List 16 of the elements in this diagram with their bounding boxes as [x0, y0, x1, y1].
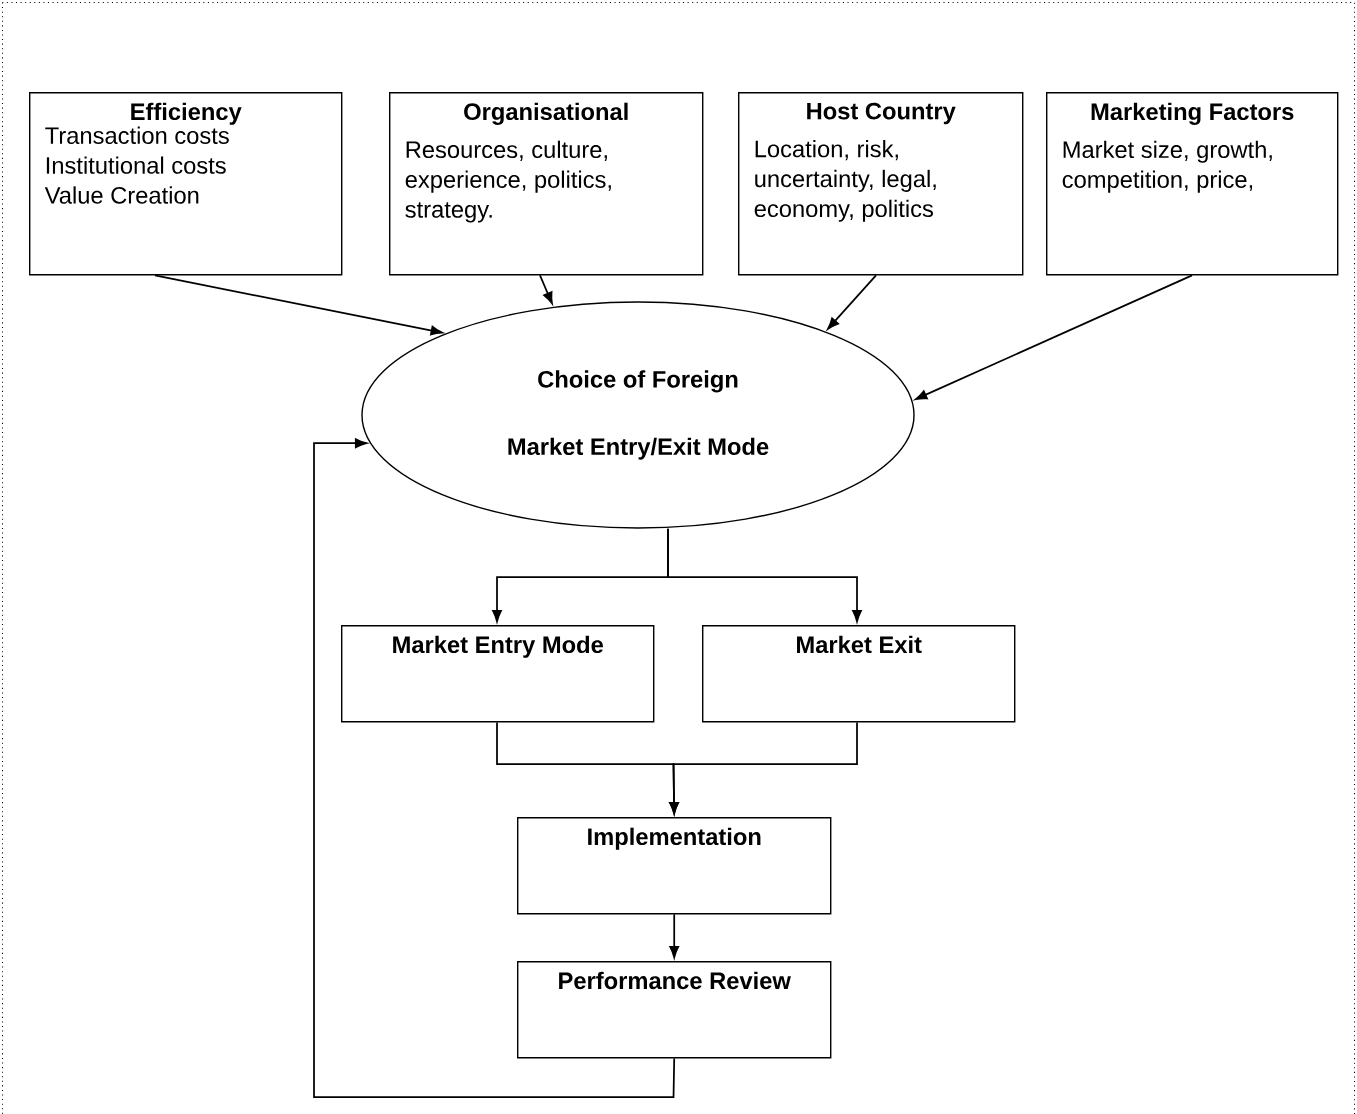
arrow: [915, 274, 1193, 400]
process-box: Efficiency Transaction costs Institutional costs Value Creation: [29, 92, 343, 276]
arrow: [667, 527, 862, 623]
process-box: Host Country Location, risk, uncertainty, legal, economy, politics: [738, 92, 1024, 276]
process-box: Organisational Resources, culture, experience, politics, strategy.: [389, 92, 704, 276]
process-box: Marketing Factors Market size, growth, competition, price,: [1046, 92, 1339, 276]
process-box: Market Entry Mode: [341, 625, 655, 723]
process-box: Implementation: [517, 817, 832, 915]
process-box: Market Exit: [702, 625, 1016, 723]
arrow: [543, 291, 553, 305]
arrow: [313, 438, 676, 1098]
arrow: [827, 317, 839, 330]
arrow: [669, 913, 680, 959]
arrow: [430, 325, 443, 336]
arrow: [669, 721, 858, 815]
process-box: Performance Review: [517, 961, 832, 1059]
